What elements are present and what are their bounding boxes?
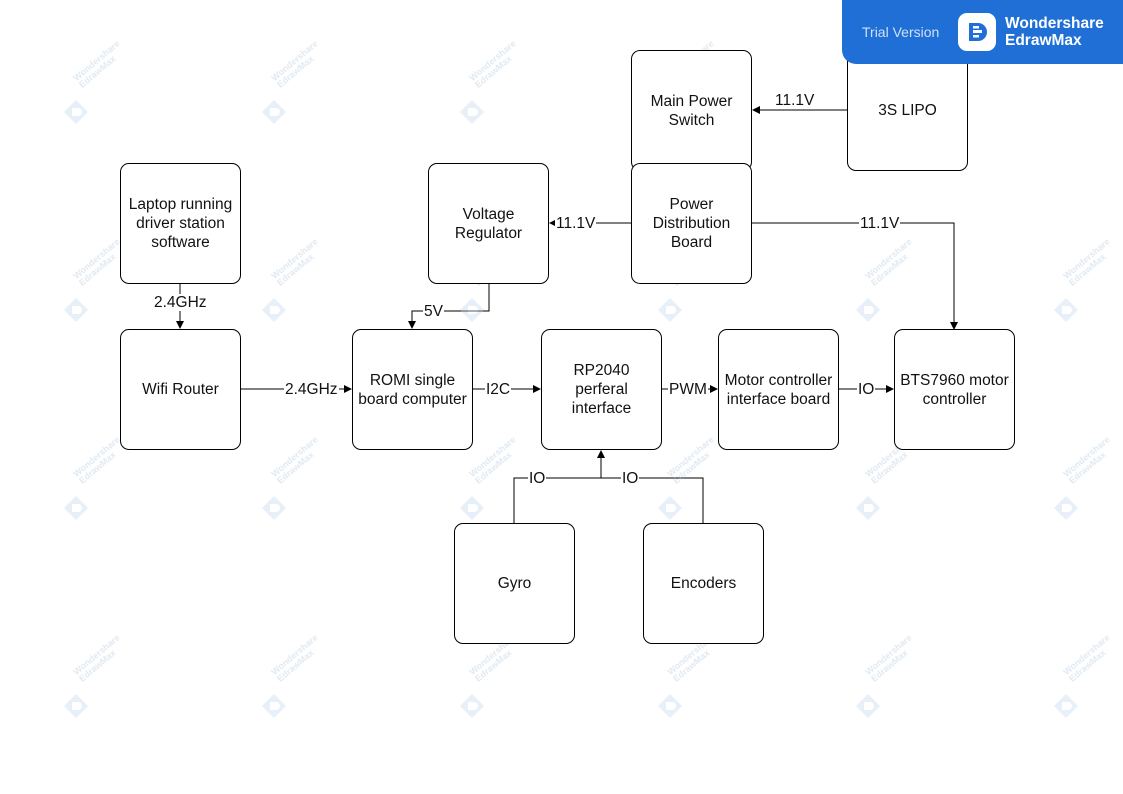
- trial-version-banner[interactable]: Trial Version Wondershare EdrawMax: [842, 0, 1123, 64]
- edrawmax-logo-icon: [958, 13, 996, 51]
- node-rp2040-interface: RP2040 perferal interface: [541, 329, 662, 450]
- node-main-power-switch: Main Power Switch: [631, 50, 752, 171]
- edge-label-lipo-to-switch: 11.1V: [774, 92, 816, 109]
- edge-label-gyro-to-rp2040: IO: [528, 470, 547, 487]
- node-motor-controller-interface-board: Motor controller interface board: [718, 329, 839, 450]
- node-power-distribution-board: Power Distribution Board: [631, 163, 752, 284]
- edge-label-regulator-to-romi: 5V: [423, 303, 444, 320]
- edge-pdb-to-motor: [752, 222, 958, 330]
- node-3s-lipo: 3S LIPO: [847, 50, 968, 171]
- edge-label-laptop-to-router: 2.4GHz: [153, 294, 208, 311]
- node-encoders: Encoders: [643, 523, 764, 644]
- edge-label-romi-to-rp2040: I2C: [485, 381, 512, 398]
- edge-label-rp2040-to-interface: PWM: [668, 381, 708, 398]
- edge-encoders-to-rp2040: [601, 477, 704, 523]
- node-gyro: Gyro: [454, 523, 575, 644]
- node-wifi-router: Wifi Router: [120, 329, 241, 450]
- edge-label-pdb-to-motor: 11.1V: [859, 215, 901, 232]
- node-voltage-regulator: Voltage Regulator: [428, 163, 549, 284]
- node-laptop: Laptop running driver station software: [120, 163, 241, 284]
- edge-regulator-to-romi: [408, 284, 490, 329]
- edge-label-pdb-to-regulator: 11.1V: [555, 215, 597, 232]
- node-bts7960-motor-controller: BTS7960 motor controller: [894, 329, 1015, 450]
- node-romi-computer: ROMI single board computer: [352, 329, 473, 450]
- brand-name: Wondershare EdrawMax: [1005, 15, 1104, 49]
- trial-version-label: Trial Version: [862, 24, 940, 40]
- edge-label-router-to-romi: 2.4GHz: [284, 381, 339, 398]
- edge-gyro-to-rp2040: [513, 477, 601, 523]
- edge-label-interface-to-motor: IO: [857, 381, 876, 398]
- edge-label-encoders-to-rp2040: IO: [621, 470, 640, 487]
